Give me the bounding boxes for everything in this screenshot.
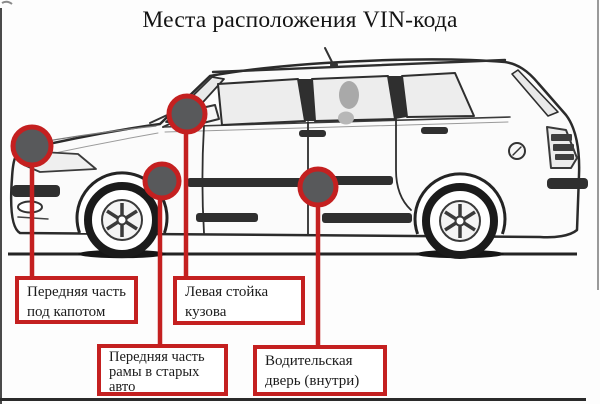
- page-title: Места расположения VIN-кода: [142, 7, 458, 33]
- label-line: Левая стойка: [185, 284, 269, 300]
- image-border-left: [0, 8, 2, 404]
- image-border-right: [597, 0, 599, 290]
- label-line: Передняя часть: [109, 349, 205, 365]
- label-line: рамы в старых: [109, 364, 200, 380]
- label-line: дверь (внутри): [265, 372, 360, 389]
- label-line: Водительская: [265, 353, 353, 369]
- image-frame: [1, 0, 13, 5]
- image-border-bottom: [0, 398, 586, 401]
- driver-door-marker: [297, 166, 339, 208]
- rear-wheel: [422, 183, 498, 259]
- location-markers: [10, 93, 339, 208]
- wheels: [75, 171, 507, 259]
- wheel-arch-frame-marker: [142, 161, 182, 201]
- label-box-front-frame-old-cars: Передняя часть рамы в старых авто: [97, 344, 228, 396]
- label-box-driver-door-inside: Водительская дверь (внутри): [253, 345, 387, 396]
- body-pillar-marker: [166, 93, 208, 135]
- front-wheel: [84, 182, 160, 258]
- label-box-front-under-hood: Передняя часть под капотом: [15, 276, 138, 324]
- label-line: под капотом: [27, 303, 106, 320]
- connector-lines: [29, 128, 321, 351]
- label-line: авто: [109, 379, 136, 395]
- label-box-left-body-pillar: Левая стойка кузова: [173, 276, 305, 325]
- label-line: кузова: [185, 303, 227, 320]
- ground-line: [8, 249, 577, 259]
- label-line: Передняя часть: [27, 284, 126, 300]
- hood-marker: [10, 124, 54, 168]
